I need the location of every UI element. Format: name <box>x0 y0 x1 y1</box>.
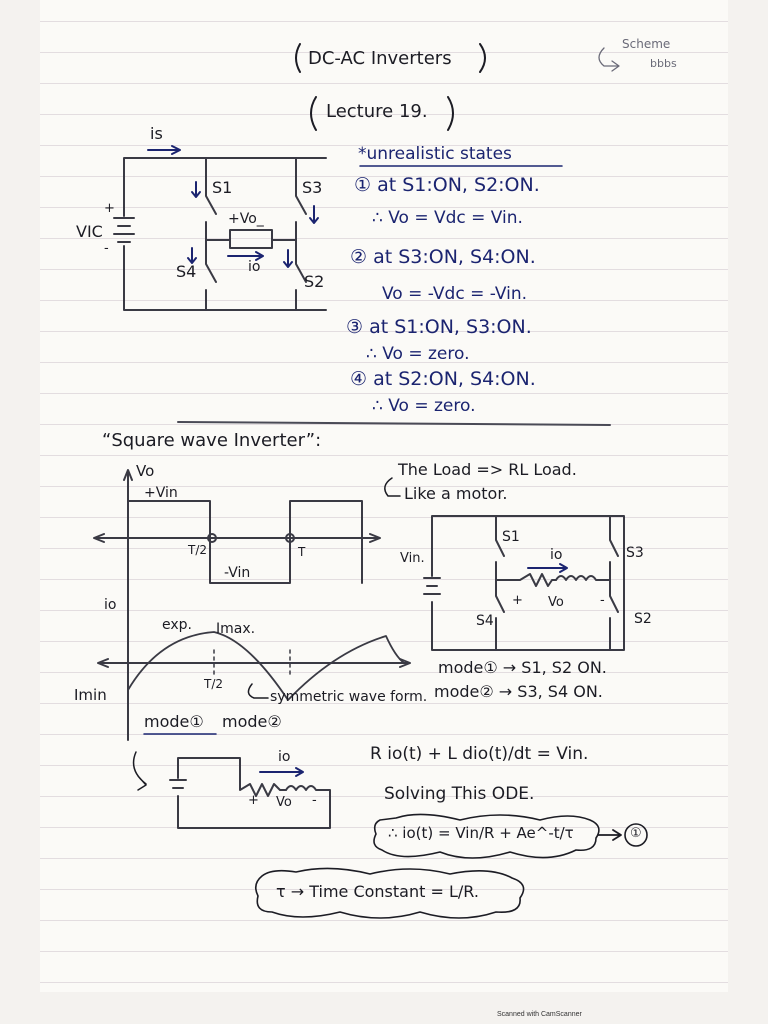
minus-vin-label: -Vin <box>224 565 251 581</box>
switch-s3-label: S3 <box>302 178 323 197</box>
page-title: DC-AC Inverters <box>308 48 452 69</box>
time-constant-note: τ → Time Constant = L/R. <box>276 882 479 901</box>
states-heading: *unrealistic states <box>358 144 512 164</box>
lecture-number: Lecture 19. <box>326 101 428 122</box>
c2-minus: - <box>600 593 605 608</box>
source-current-label: is <box>150 124 163 143</box>
c2-source-label: Vin. <box>400 551 425 566</box>
state-4-result: ∴ Vo = zero. <box>372 396 476 416</box>
mode-2-description: mode② → S3, S4 ON. <box>434 682 603 701</box>
exp-label: exp. <box>162 617 192 633</box>
state-2-line: ② at S3:ON, S4:ON. <box>350 246 536 268</box>
state-4-line: ④ at S2:ON, S4:ON. <box>350 368 536 390</box>
state-1-result: ∴ Vo = Vdc = Vin. <box>372 208 523 228</box>
current-waveform-plot <box>97 631 411 701</box>
ode-equation: R io(t) + L dio(t)/dt = Vin. <box>370 744 589 764</box>
source-voltage-label: VIC <box>76 222 103 241</box>
eq-number-circle <box>624 823 648 847</box>
t-half-label: T/2 <box>188 543 208 557</box>
switch-s2-label: S2 <box>304 272 325 291</box>
title-brace <box>295 43 486 73</box>
switch-s4-label: S4 <box>176 262 197 281</box>
solution-cloud <box>373 813 600 859</box>
mode-arrows <box>132 751 147 791</box>
c2-current-label: io <box>550 547 563 563</box>
c3-current-label: io <box>278 749 291 765</box>
plus-vin-label: +Vin <box>144 485 178 501</box>
load-note-arrow <box>384 477 401 497</box>
mode-1-description: mode① → S1, S2 ON. <box>438 658 607 677</box>
imin-label: Imin <box>74 686 107 704</box>
t-full-label: T <box>298 545 306 559</box>
corner-arrow <box>598 47 620 72</box>
solving-note: Solving This ODE. <box>384 784 535 804</box>
c3-plus: + <box>248 793 259 808</box>
c2-s3-label: S3 <box>626 545 644 561</box>
corner-note-2: bbbs <box>650 57 677 70</box>
io-axis-label: io <box>104 597 117 613</box>
circuit-3-drawing <box>169 757 331 829</box>
section-divider <box>177 421 611 426</box>
c2-s2-label: S2 <box>634 611 652 627</box>
c2-s4-label: S4 <box>476 613 494 629</box>
load-note-line-1: The Load => RL Load. <box>398 460 577 479</box>
symmetric-arrow <box>247 683 269 699</box>
lecture-brace <box>310 96 454 131</box>
load-note-line-2: Like a motor. <box>404 484 508 503</box>
state-1-line: ① at S1:ON, S2:ON. <box>354 174 540 196</box>
square-wave-heading: “Square wave Inverter”: <box>102 430 322 451</box>
vo-axis-label: Vo <box>136 462 155 480</box>
circuit-1-drawing <box>113 145 327 311</box>
load-current-label: io <box>248 259 261 275</box>
source-minus: - <box>104 241 109 256</box>
imax-label: Imax. <box>216 621 256 637</box>
solution-arrow <box>597 829 622 841</box>
load-voltage-label: +Vo_ <box>228 211 264 227</box>
state-3-result: ∴ Vo = zero. <box>366 344 470 364</box>
t-half-2-label: T/2 <box>204 677 224 691</box>
c2-s1-label: S1 <box>502 529 520 545</box>
switch-s1-label: S1 <box>212 178 233 197</box>
mode-1-label: mode① <box>144 712 204 731</box>
c2-plus: + <box>512 593 523 608</box>
time-constant-cloud <box>254 867 525 919</box>
eq-number: ① <box>630 826 642 841</box>
source-plus: + <box>104 201 115 216</box>
square-wave-plot <box>93 469 381 741</box>
c3-vo-label: Vo <box>276 795 292 810</box>
mode-2-label: mode② <box>222 712 282 731</box>
circuit-2-drawing <box>423 515 625 651</box>
symmetric-label: symmetric wave form. <box>270 689 428 705</box>
c2-vo-label: Vo <box>548 595 564 610</box>
state-2-result: Vo = -Vdc = -Vin. <box>382 284 528 304</box>
state-3-line: ③ at S1:ON, S3:ON. <box>346 316 532 338</box>
c3-minus: - <box>312 793 317 808</box>
corner-note-1: Scheme <box>622 37 671 51</box>
ode-solution: ∴ io(t) = Vin/R + Ae^-t/τ <box>388 824 574 842</box>
scanner-watermark: Scanned with CamScanner <box>497 1011 582 1018</box>
